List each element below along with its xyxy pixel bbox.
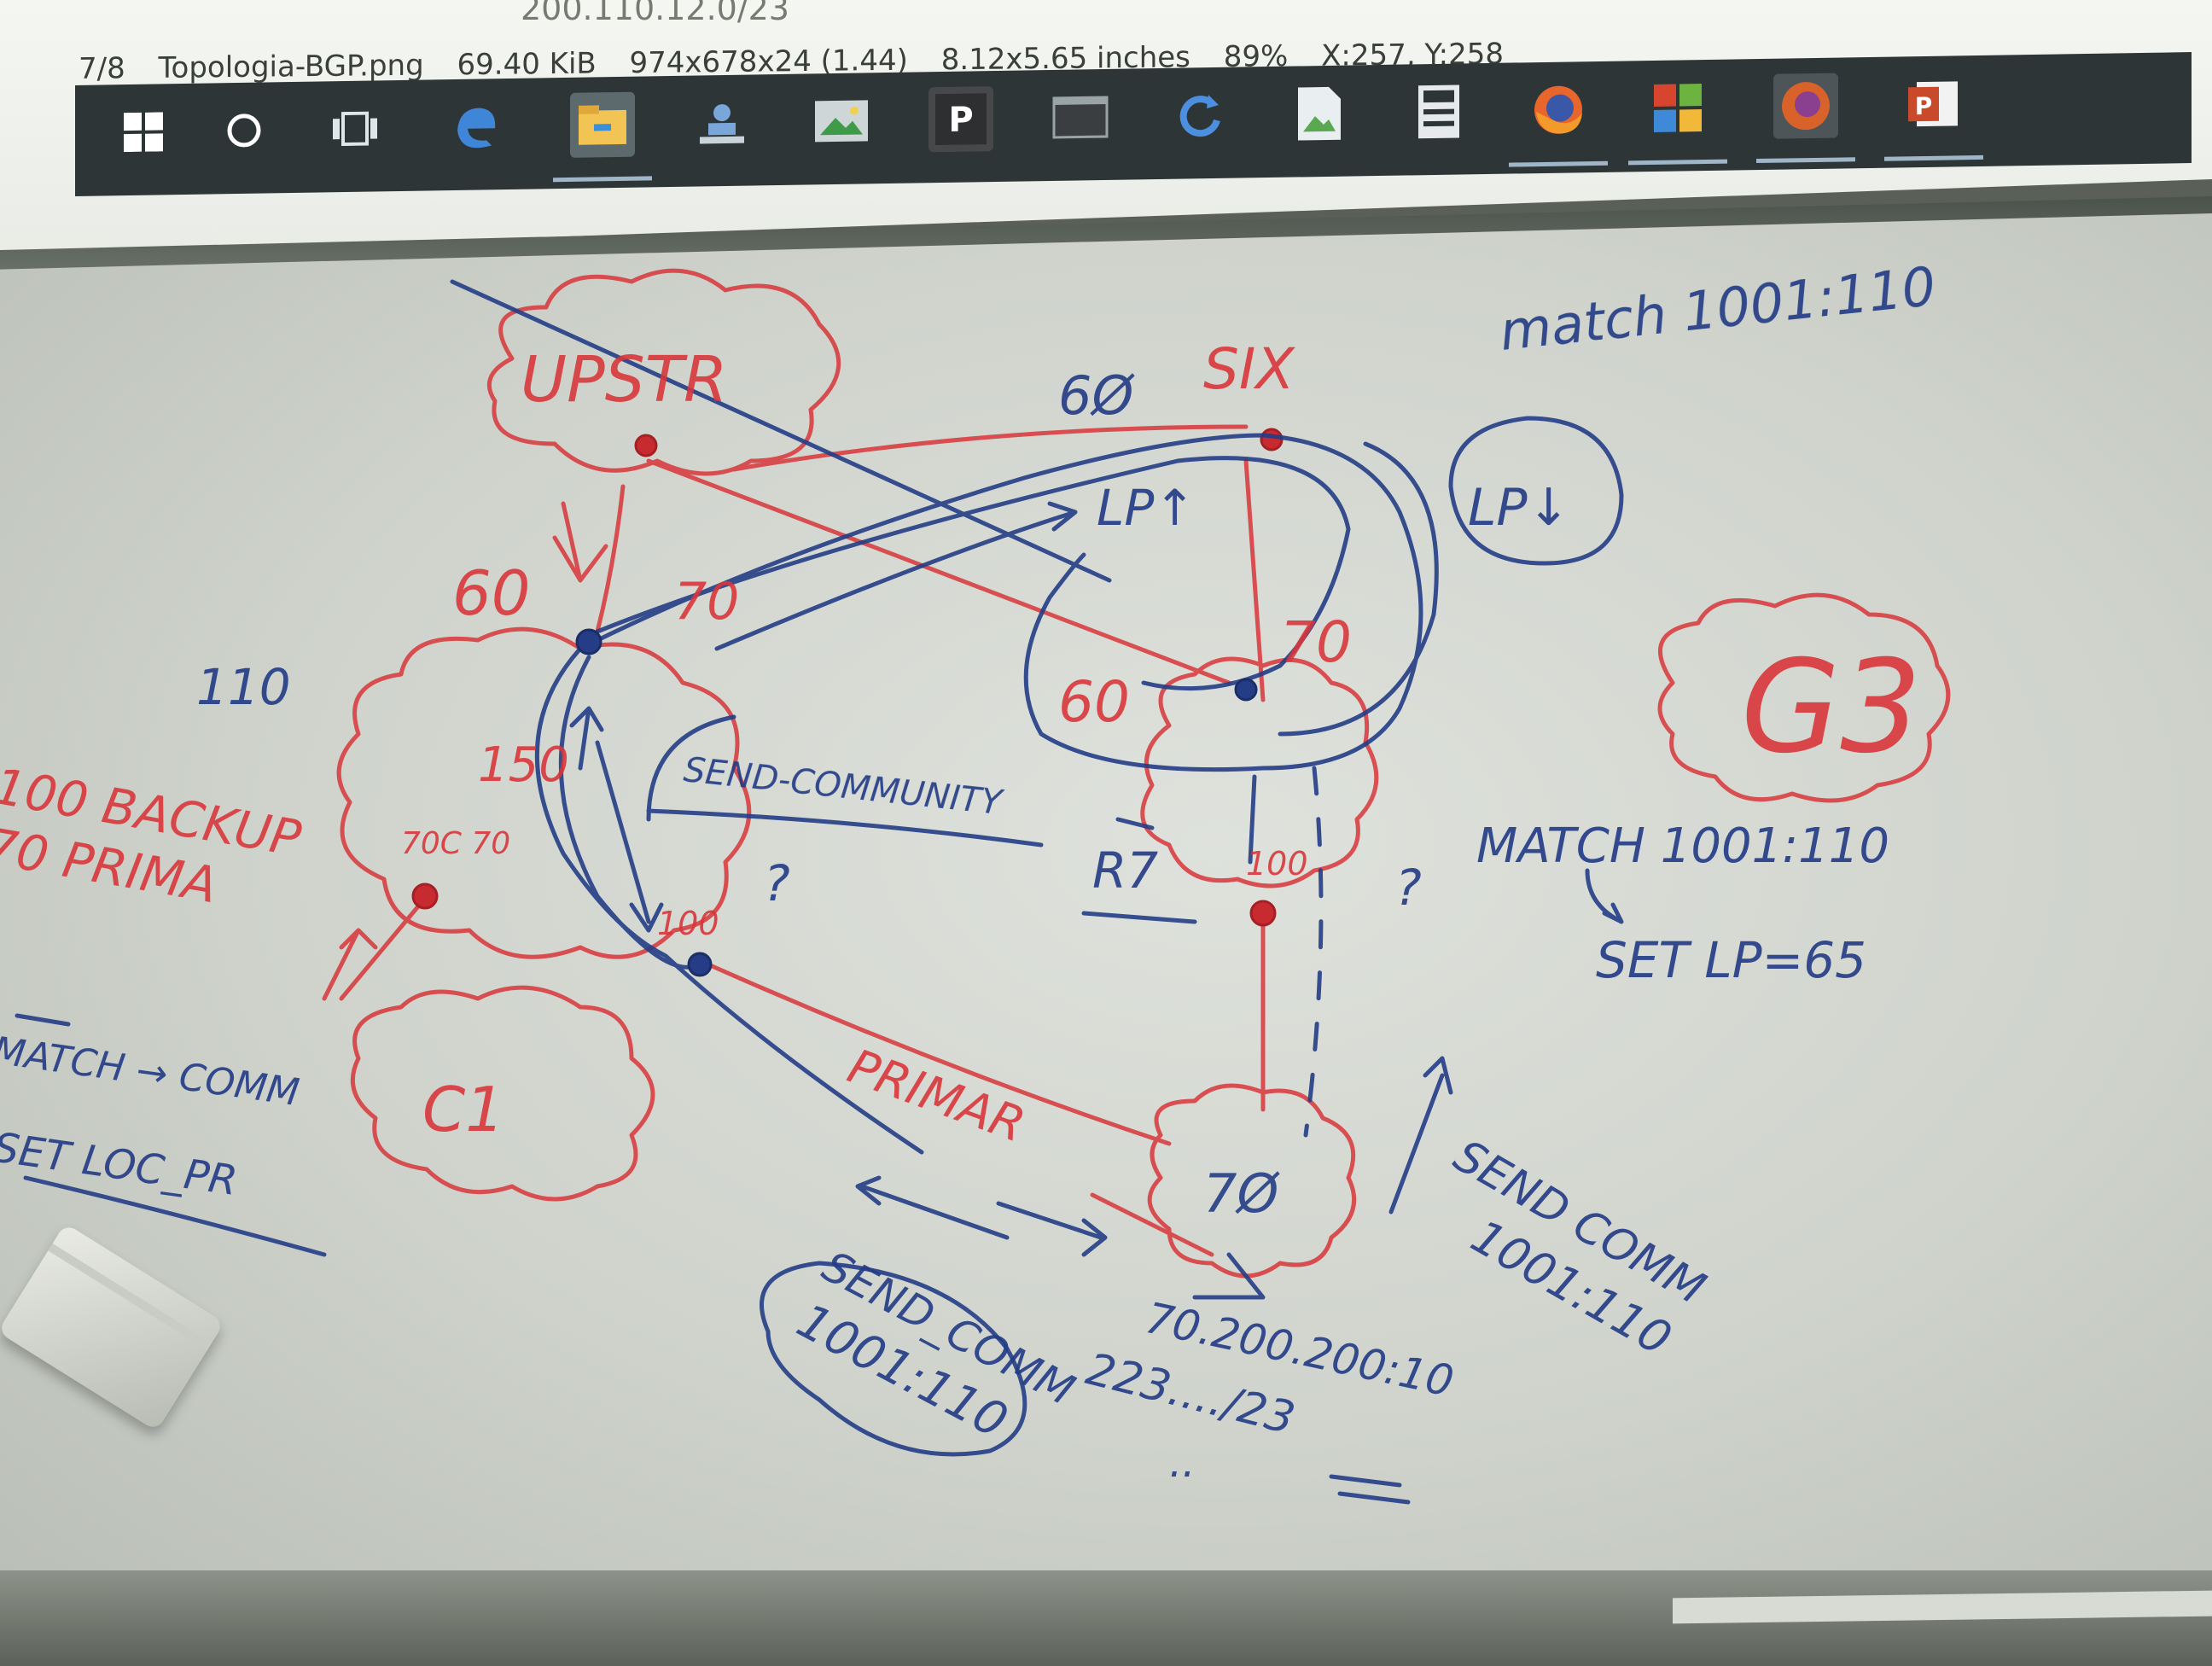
label-seventy-zero: 7Ø <box>1203 1162 1280 1225</box>
blue-loop-inner <box>595 456 1351 691</box>
blue-arrow-up-left <box>569 706 604 771</box>
c1-cloud <box>350 985 655 1202</box>
label-match-right: MATCH 1001:110 <box>1476 818 1889 874</box>
refresh-app-icon[interactable] <box>1167 83 1232 149</box>
label-lp-up: LP↑ <box>1097 479 1196 537</box>
blue-line-sixty-phi <box>714 501 1078 651</box>
label-c1: C1 <box>422 1074 504 1145</box>
label-match-top: match 1001:110 <box>1497 255 1939 363</box>
red-link-c1 <box>339 894 429 1001</box>
label-set-loc-pr: SET LOC_PR <box>0 1123 241 1205</box>
red-link-upstr-left <box>595 484 626 634</box>
calculator-icon[interactable] <box>1406 79 1471 144</box>
cortana-circle-icon[interactable] <box>212 97 276 163</box>
file-explorer-icon[interactable] <box>570 91 635 158</box>
image-viewer-icon[interactable] <box>809 88 874 154</box>
blue-arrow-right <box>1388 1056 1453 1215</box>
windows-start-icon[interactable] <box>111 99 176 165</box>
blue-loop-top <box>578 433 1423 772</box>
label-loc-70: 70C 70 <box>401 826 510 861</box>
label-cloud-100-left: 100 <box>657 905 719 942</box>
red-link-upstr-r7 <box>646 458 1231 685</box>
label-primar: PRIMAR <box>841 1039 1032 1154</box>
edge-browser-icon[interactable] <box>442 94 507 160</box>
partial-ip-text: 200.110.12.0/23 <box>521 0 789 27</box>
left-as-cloud <box>336 626 752 959</box>
projected-screen: 200.110.12.0/23 7/8 Topologia-BGP.png 69… <box>0 0 2212 256</box>
blue-arc-send <box>646 714 736 822</box>
red-arrow-c1 <box>322 928 378 1001</box>
label-six: SIX <box>1203 336 1295 402</box>
blue-line-r7-down <box>1248 774 1257 865</box>
blue-r7-arrow <box>1115 817 1155 830</box>
g3-cloud <box>1657 592 1951 803</box>
upstr-cloud <box>486 268 841 476</box>
blue-tail-bottom <box>1192 1252 1266 1300</box>
red-link-tail <box>1090 1192 1214 1257</box>
blue-arrow-red <box>996 1201 1108 1257</box>
label-seventy-left: 70 <box>674 572 739 632</box>
blue-loop-left2 <box>558 655 702 970</box>
red-link-six-r7 <box>1243 458 1266 702</box>
blue-match-arrow <box>1585 868 1624 924</box>
blue-arrow-primar <box>855 1175 1010 1240</box>
red-link-primar <box>706 962 1172 1146</box>
terminal-icon[interactable] <box>1048 84 1113 150</box>
label-set-lp: SET LP=65 <box>1596 931 1866 989</box>
firefox-icon[interactable] <box>1526 77 1591 143</box>
svg-text:P: P <box>948 100 973 139</box>
p-app-icon[interactable]: P <box>928 86 993 153</box>
blue-r7-underline <box>1081 911 1197 924</box>
blue-left-underline2 <box>23 1175 327 1257</box>
label-q-right: ? <box>1395 859 1422 917</box>
blue-lp-down-circle <box>1448 416 1624 566</box>
label-num-110: 110 <box>196 658 291 716</box>
label-q-left: ? <box>764 854 790 912</box>
label-r7: R7 <box>1092 842 1158 900</box>
blue-loop-right <box>1278 441 1439 737</box>
firefox-private-icon[interactable] <box>1773 73 1838 139</box>
network-user-icon[interactable] <box>690 90 754 155</box>
label-ellipsis: .. <box>1169 1439 1196 1487</box>
label-sixty-phi: 6Ø <box>1058 364 1135 427</box>
label-g3: G3 <box>1741 633 1922 782</box>
svg-text:P: P <box>1915 92 1933 120</box>
label-sixty-right: 60 <box>1058 669 1130 735</box>
blue-send-underline <box>646 808 1044 848</box>
blue-left-underline <box>15 1013 71 1027</box>
blue-line-cross <box>450 279 1112 583</box>
label-sixty-left: 60 <box>452 557 531 629</box>
blue-prefix-underline <box>1329 1474 1411 1505</box>
bottom-as-cloud <box>1147 1083 1357 1279</box>
blue-tag-circle <box>760 1261 1027 1457</box>
blue-dashed-right <box>1303 766 1324 1138</box>
powerpoint-icon[interactable]: P <box>1901 71 1966 137</box>
label-seventy-right: 70 <box>1280 609 1352 675</box>
task-view-icon[interactable] <box>323 96 387 161</box>
label-cloud-150: 150 <box>478 737 569 793</box>
red-arrow-left <box>552 501 608 583</box>
red-link-upstr-six <box>731 424 1249 472</box>
label-upstr: UPSTR <box>521 343 727 416</box>
label-send-community: SEND-COMMUNITY <box>682 750 1006 823</box>
label-lp-down: LP↓ <box>1468 478 1570 538</box>
label-cloud-100-right: 100 <box>1246 845 1308 883</box>
r7-cloud <box>1140 656 1379 888</box>
label-match-comm-left: MATCH → COMM <box>0 1028 302 1115</box>
document-icon[interactable] <box>1287 80 1352 146</box>
windows-taskbar: P P <box>75 52 2192 196</box>
blue-arrow-down-left <box>595 740 664 933</box>
tiles-app-icon[interactable] <box>1645 75 1710 141</box>
